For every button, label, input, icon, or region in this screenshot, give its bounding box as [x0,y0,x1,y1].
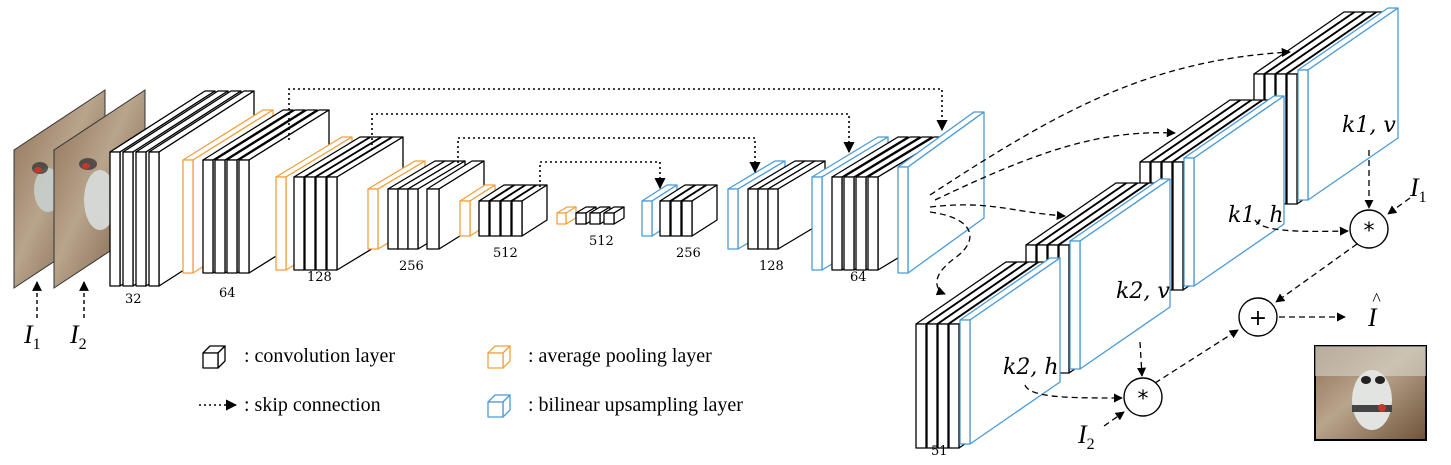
head-k2h-upsample [959,257,1061,445]
kernel-label-k1h: k1, h [1228,203,1283,228]
input-label-i2: I2 [69,320,87,353]
output-image-icon [1314,345,1427,441]
head-k1h-upsample [1183,95,1285,287]
decoder-layers [641,111,985,274]
head-k2v-upsample [1069,178,1171,370]
legend-conv-label: : convolution layer [244,345,395,367]
svg-text:*: * [1138,387,1149,412]
convolve-op-top: * [1349,209,1389,249]
conv-layer-256-up-2 [681,184,718,237]
channel-label-32: 32 [125,292,142,307]
lg-up-cube-icon [487,394,511,418]
channel-label-128: 128 [307,270,332,285]
skip-connections [288,88,948,190]
kernel-label-k2v: k2, v [1116,279,1170,304]
skip-connection-128 [371,113,855,154]
input-label-i1: I1 [23,320,41,353]
channel-label-256-up: 256 [676,246,701,261]
legend-conv-cube-icon [202,345,226,369]
svg-text:I: I [1367,303,1378,332]
operand-label-i1: I1 [1409,173,1427,206]
lg-pool-cube-icon [487,345,511,369]
head-k1v-upsample [1297,7,1399,201]
channel-label-64-up: 64 [850,270,867,285]
legend-pool-label: : average pooling layer [528,345,712,367]
branch-arrows [929,47,1291,296]
legend-upsample-cube-icon [487,394,511,418]
input-arrows [32,281,89,318]
convolve-op-bottom: * [1123,377,1163,417]
kernel-label-k1v: k1, v [1342,113,1396,138]
conv-layer-bottleneck-2 [603,206,625,225]
channel-label-512: 512 [493,246,518,261]
lg-conv-cube-icon [202,345,226,369]
channel-label-128-up: 128 [759,259,784,274]
svg-text:+: + [1249,306,1267,331]
conv-layer-512-3 [511,184,548,237]
skip-connection-64 [288,88,948,140]
svg-text:*: * [1364,219,1375,244]
channel-label-512-bottleneck: 512 [589,234,614,249]
svg-text:^: ^ [1372,289,1381,309]
legend-pool-cube-icon [487,345,511,369]
legend-upsample-label: : bilinear upsampling layer [528,394,743,416]
skip-connection-512 [539,161,666,190]
channel-label-256: 256 [399,259,424,274]
upsample-layer-32 [897,111,985,274]
operand-label-i2: I2 [1077,420,1095,453]
encoder-layers [109,90,625,287]
legend: : convolution layer : average pooling la… [199,345,743,418]
skip-connection-256 [457,137,761,174]
pool-layer-bottleneck [556,206,577,225]
legend-skip-label: : skip connection [244,394,381,416]
sum-op: + [1238,297,1278,337]
output-label: I ^ [1367,289,1381,332]
kernel-heads: k1, v k1, h k2, v k2, h [915,7,1399,449]
channel-label-51: 51 [931,444,948,459]
head-flow-arrows [1024,150,1411,427]
channel-label-64: 64 [219,286,236,301]
kernel-label-k2h: k2, h [1003,355,1058,380]
